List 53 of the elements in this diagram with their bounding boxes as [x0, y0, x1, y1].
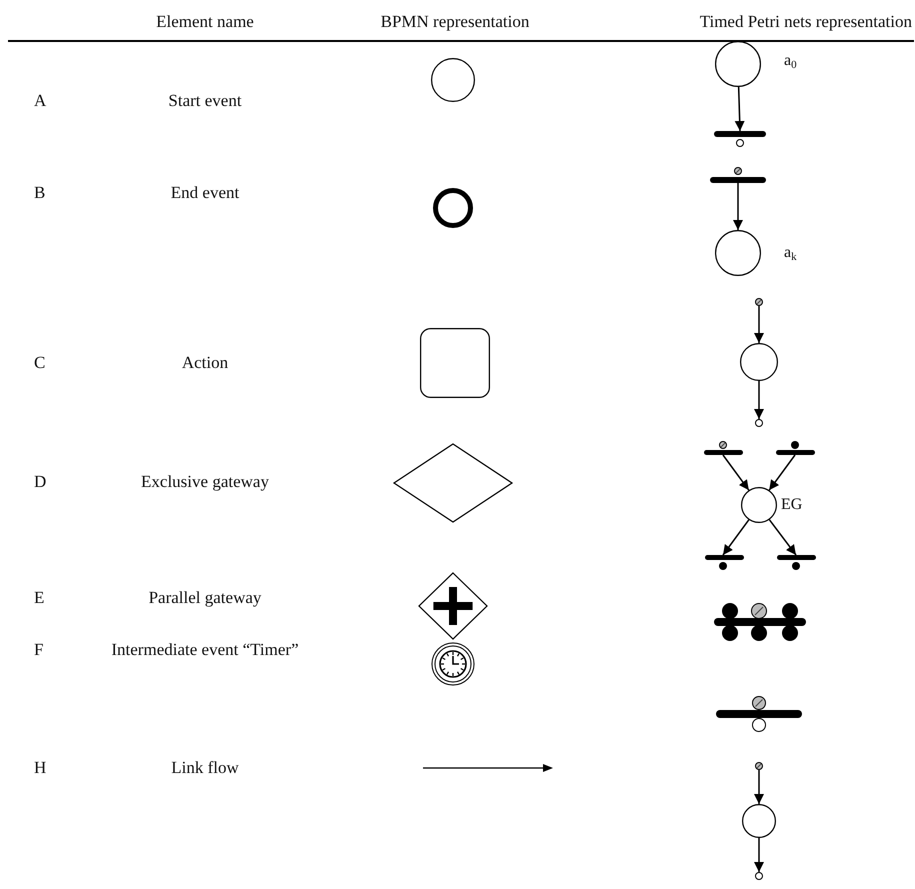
place-circle: [742, 804, 776, 838]
token-circle: [755, 298, 763, 306]
row-letter: C: [34, 353, 46, 373]
place-circle: [715, 41, 761, 87]
row-letter: B: [34, 183, 46, 203]
arrow: [754, 381, 764, 419]
arrow: [768, 454, 796, 491]
transition-bar: [714, 131, 766, 148]
transition-bar: [716, 695, 802, 733]
place-circle: [740, 343, 778, 381]
element-name: Parallel gateway: [148, 588, 262, 608]
row-letter: D: [34, 472, 48, 492]
element-name: Start event: [167, 91, 243, 111]
element-name: End event: [170, 183, 240, 203]
element-name: Exclusive gateway: [140, 472, 270, 492]
transition-bar: [704, 440, 743, 456]
arrow: [733, 183, 743, 230]
transition-bar: [776, 440, 815, 456]
column-header: BPMN representation: [380, 12, 530, 32]
token-circle: [755, 872, 763, 880]
place-circle: [715, 230, 761, 276]
arrow: [754, 770, 764, 804]
place-label: EG: [781, 496, 802, 514]
token-circle: [755, 762, 763, 770]
place-circle: [741, 487, 777, 523]
arrow: [768, 519, 797, 556]
arrow: [754, 306, 764, 343]
place-label: a$_{k}$: [784, 244, 797, 262]
element-name: Action: [180, 353, 230, 373]
transition-bar: [777, 555, 816, 571]
row-letter: F: [34, 640, 44, 660]
row-letter: E: [34, 588, 46, 608]
row-letter: H: [34, 758, 48, 778]
element-name: Intermediate event “Timer”: [110, 640, 300, 660]
gateway-diamond: [393, 443, 513, 523]
task-box: [420, 328, 490, 398]
column-header: Element name: [155, 12, 255, 32]
timer-event-circle: [431, 642, 475, 686]
element-name: Link flow: [170, 758, 240, 778]
row-letter: A: [34, 91, 48, 111]
parallel-gateway-diamond: [418, 572, 488, 640]
place-label: a$_{0}$: [784, 52, 797, 70]
transition-bar: [705, 555, 744, 571]
event-circle: [431, 58, 475, 102]
transition-bar: [710, 166, 766, 184]
column-header: Timed Petri nets representation: [698, 12, 912, 32]
transition-bar: [714, 603, 806, 641]
token-circle: [755, 419, 763, 427]
arrow: [722, 454, 750, 491]
arrow: [734, 86, 745, 132]
arrow: [754, 838, 764, 872]
arrow: [722, 519, 750, 556]
end-event-circle: [433, 188, 473, 228]
